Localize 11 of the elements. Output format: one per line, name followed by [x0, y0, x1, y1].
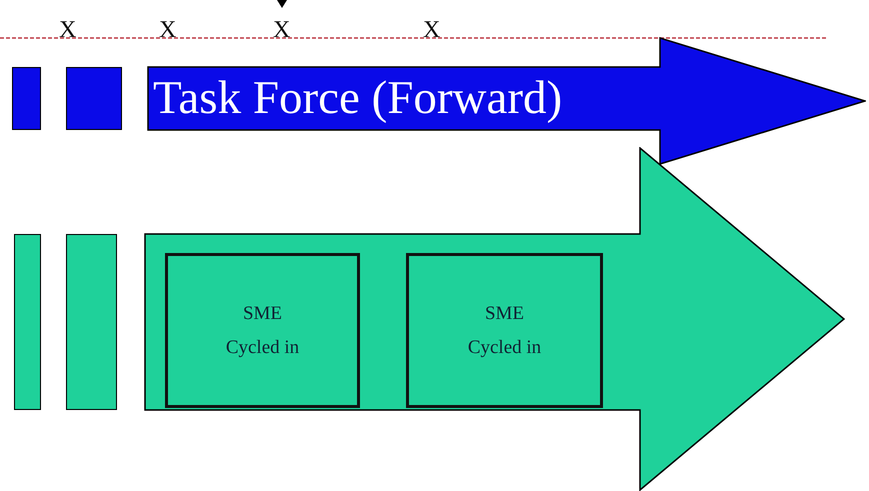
bar [66, 234, 117, 410]
marker-label: X [423, 16, 440, 44]
process-box: SME Cycled in [406, 253, 603, 408]
bar [66, 67, 122, 130]
arrow-label: Task Force (Forward) [153, 71, 562, 126]
bar [14, 234, 41, 410]
marker-label: X [159, 16, 176, 44]
marker-label: X [59, 16, 76, 44]
bar [12, 67, 41, 130]
process-box: SME Cycled in [165, 253, 360, 408]
marker-label: X [273, 16, 290, 44]
